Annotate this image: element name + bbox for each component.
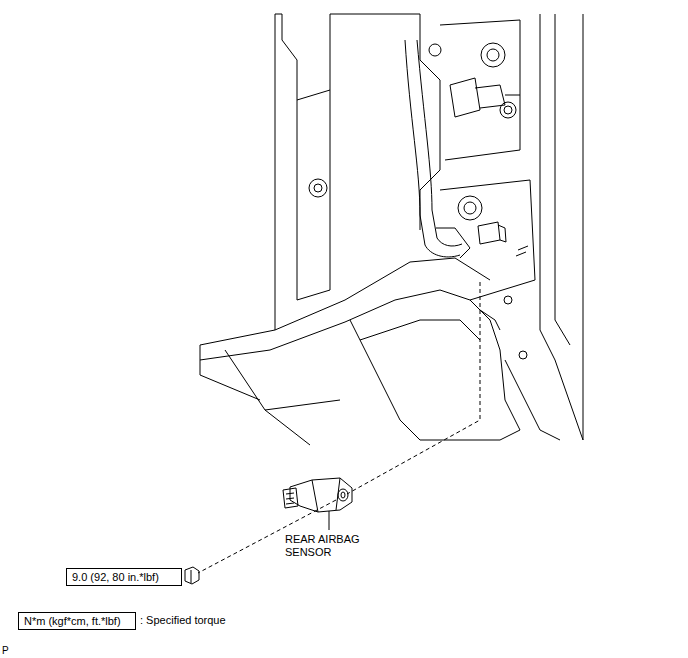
torque-text: 9.0 (92, 80 in.*lbf) <box>72 571 176 584</box>
torque-box: N*m (kgf*cm, ft.*lbf) <box>18 612 136 630</box>
page-mark: P <box>2 644 9 657</box>
torque-box: 9.0 (92, 80 in.*lbf) <box>66 568 182 586</box>
legend-note: : Specified torque <box>140 614 226 627</box>
part-name: REAR AIRBAG SENSOR <box>285 533 375 559</box>
torque-text: N*m (kgf*cm, ft.*lbf) <box>24 615 130 628</box>
